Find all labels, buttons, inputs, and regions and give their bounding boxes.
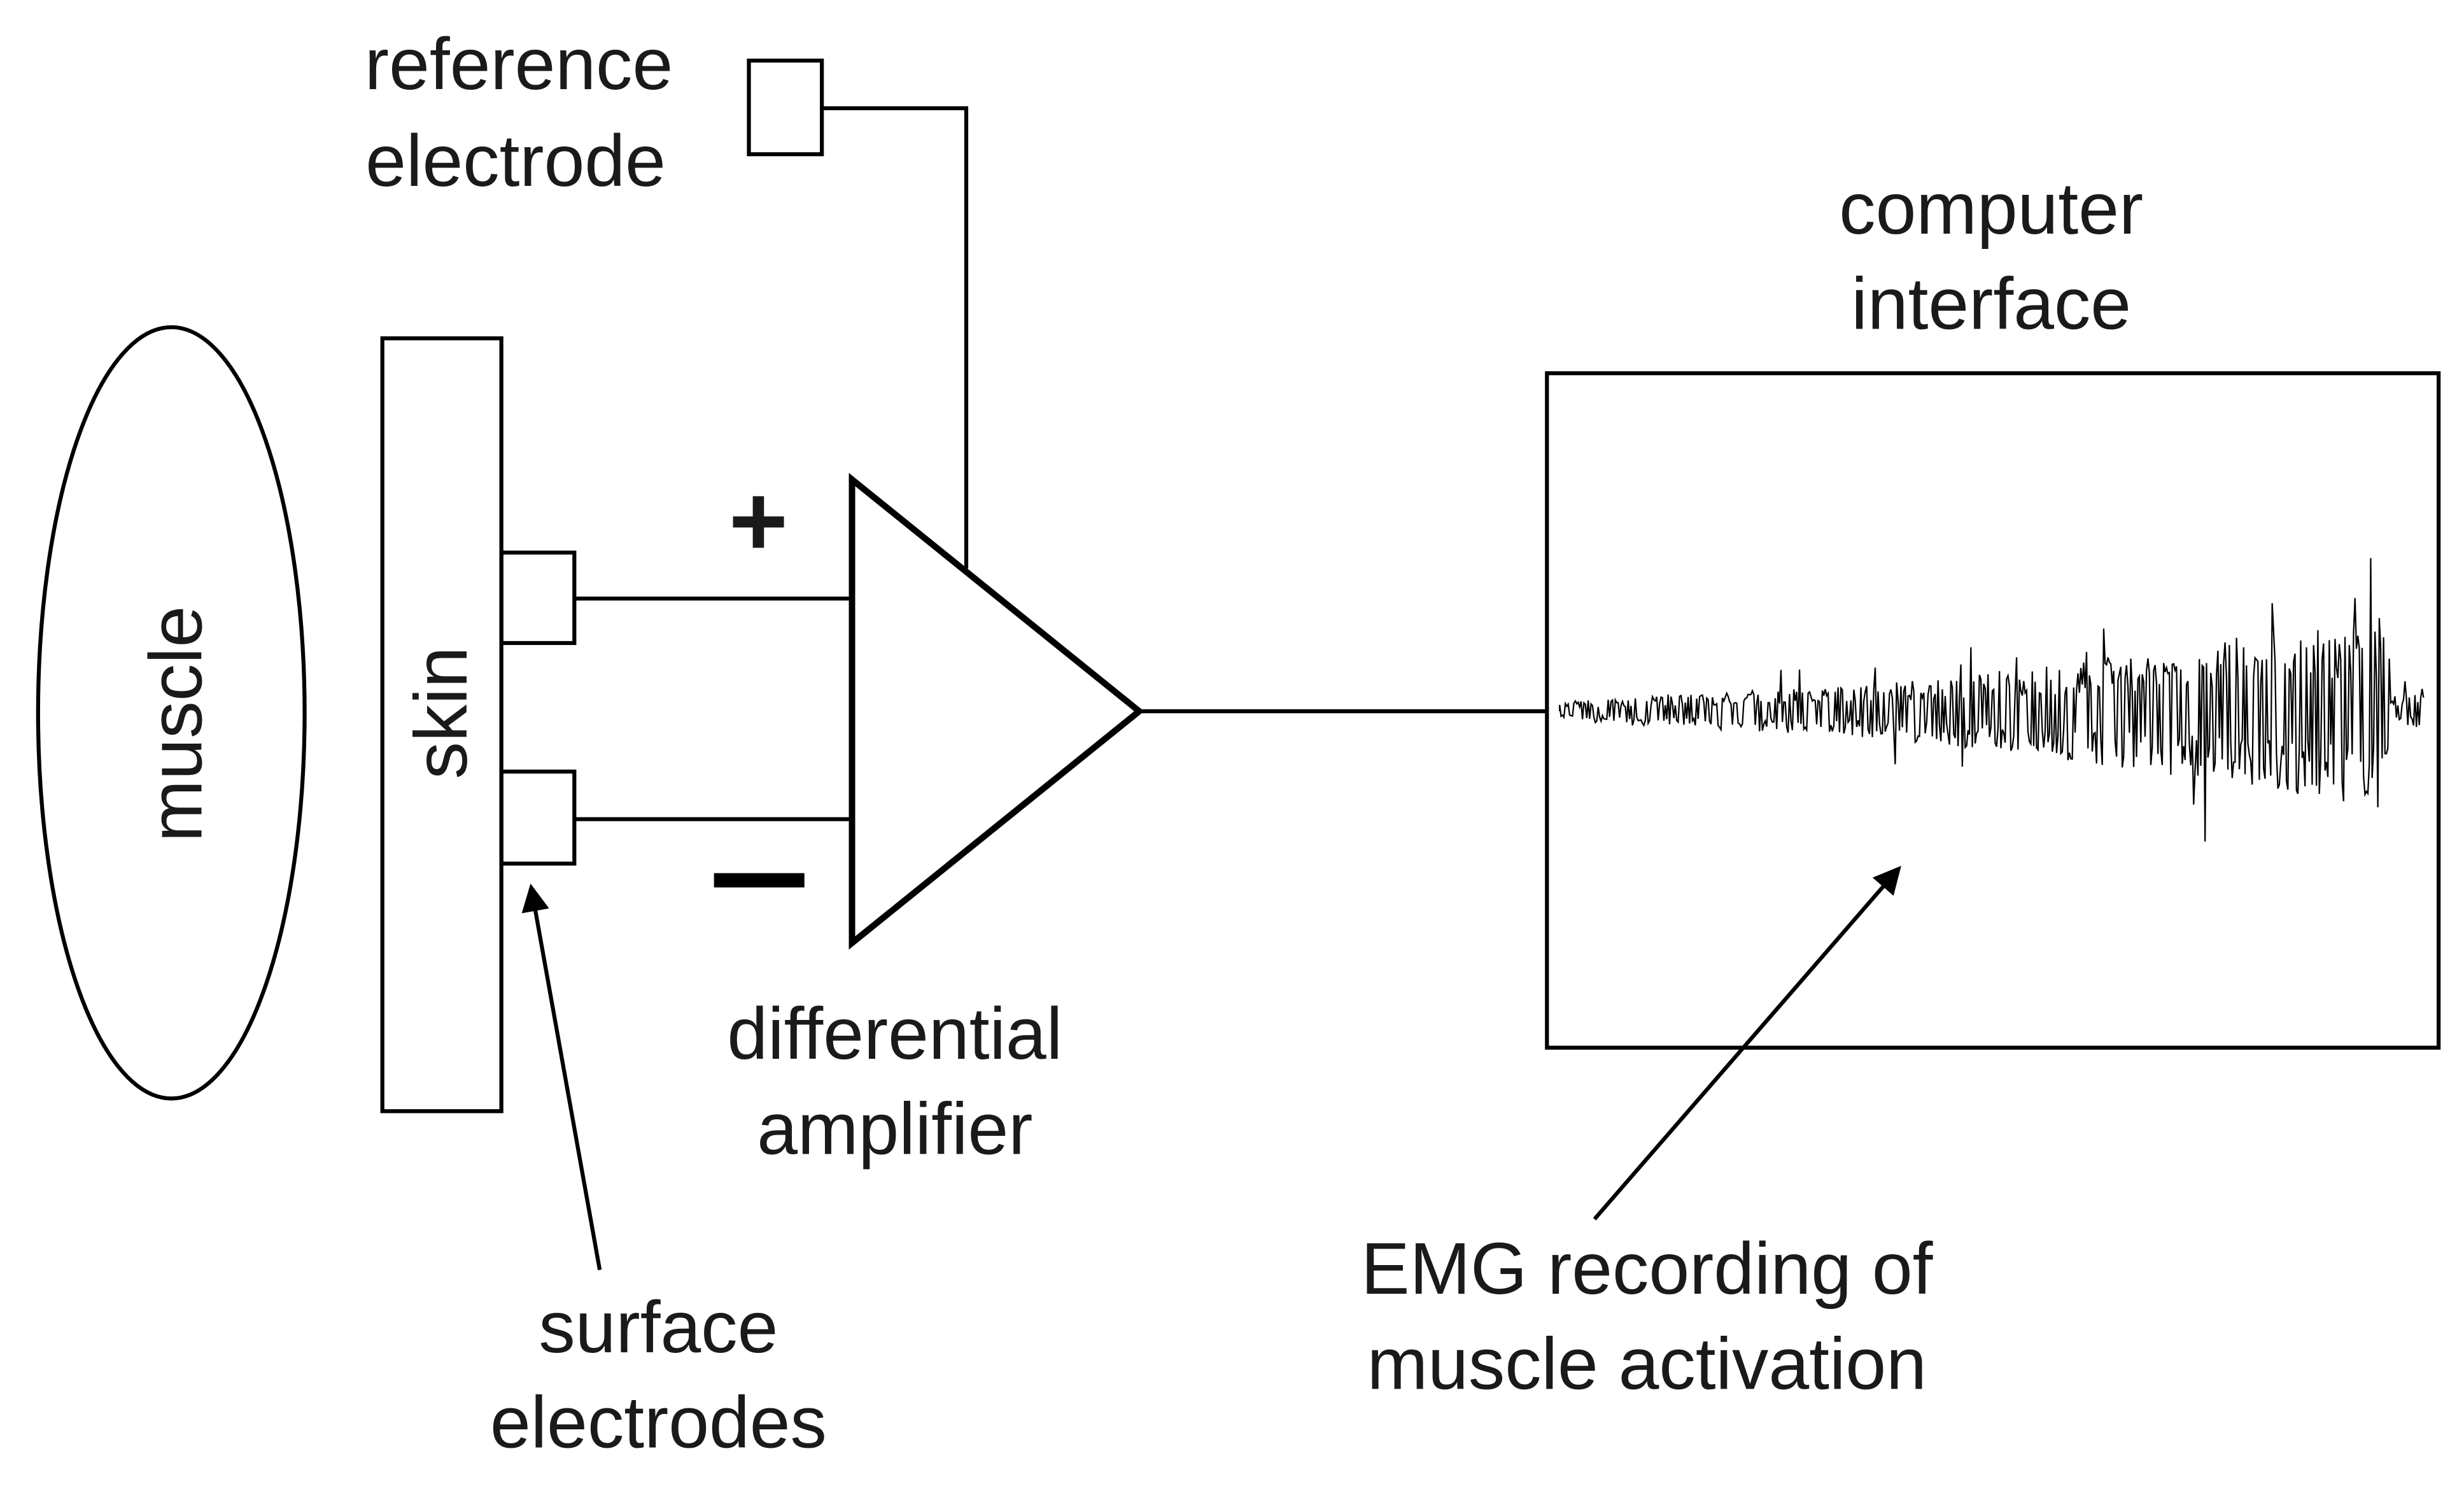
surface-electrode-positive: [499, 550, 577, 646]
emg-recording-label-line2: muscle activation: [1367, 1323, 1927, 1405]
plus-sign: +: [729, 464, 788, 577]
surface-electrodes-label-line1: surface: [539, 1287, 778, 1368]
skin-label: skin: [399, 646, 482, 779]
reference-wire: [822, 106, 969, 569]
computer-interface-screen: [1545, 371, 2441, 1050]
differential-amplifier: [848, 472, 1144, 950]
skin-layer: [380, 336, 503, 1114]
reference-electrode-label-line2: electrode: [365, 120, 666, 202]
computer-interface-label-line2: interface: [1851, 263, 2131, 344]
emg-waveform: [1559, 558, 2425, 842]
computer-interface-label-line1: computer: [1839, 168, 2143, 250]
muscle-label: muscle: [134, 606, 218, 842]
minus-sign: [714, 873, 805, 888]
surface-electrode-negative: [499, 769, 577, 866]
reference-electrode: [747, 59, 824, 157]
emg-recording-arrow: [1593, 865, 1901, 1221]
amplifier-label-line1: differential: [727, 993, 1062, 1075]
surface-electrodes-arrow: [521, 883, 602, 1271]
reference-electrode-label-line1: reference: [365, 24, 673, 105]
amplifier-label-line2: amplifier: [757, 1089, 1032, 1170]
emg-recording-label-line1: EMG recording of: [1361, 1228, 1934, 1310]
surface-electrodes-label-line2: electrodes: [490, 1382, 827, 1464]
muscle-shape: [36, 325, 307, 1101]
